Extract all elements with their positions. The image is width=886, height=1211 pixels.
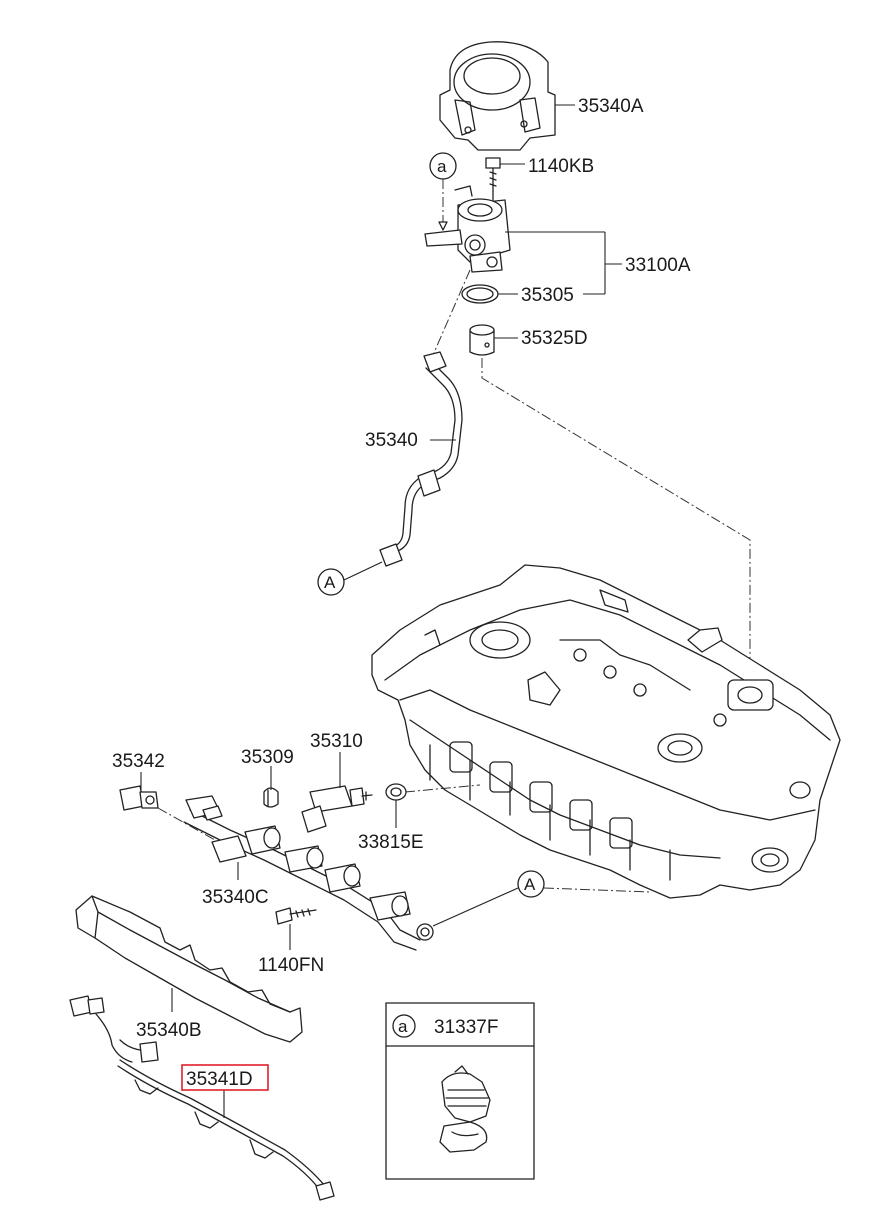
cylinder-head-drawing[interactable] [371, 564, 841, 899]
label-35342[interactable]: 35342 [112, 751, 165, 772]
label-35325D[interactable]: 35325D [521, 328, 588, 349]
label-35340A[interactable]: 35340A [578, 96, 644, 117]
tappet-35325D-drawing[interactable] [469, 324, 495, 356]
inset-box-31337F [385, 1002, 535, 1180]
label-1140KB[interactable]: 1140KB [528, 156, 594, 177]
bolt-1140KB-drawing[interactable] [485, 157, 501, 201]
clip-35309-drawing[interactable] [263, 787, 279, 808]
grommet-31337F-drawing[interactable] [439, 1065, 491, 1153]
label-35341D[interactable]: 35341D [186, 1069, 253, 1090]
label-35340C[interactable]: 35340C [202, 887, 269, 908]
label-33815E[interactable]: 33815E [358, 832, 424, 853]
ref-marker-A-upper [317, 568, 345, 596]
rail-cover-35340B-drawing[interactable] [75, 895, 303, 1043]
inset-marker-a-text: a [398, 1017, 408, 1036]
ref-marker-a-text: a [437, 157, 447, 176]
pressure-sensor-35342-drawing[interactable] [119, 785, 159, 811]
label-35340[interactable]: 35340 [365, 430, 418, 451]
fuel-rail-35340C-drawing[interactable] [183, 795, 434, 951]
ref-marker-A-lower-text: A [524, 875, 536, 894]
label-35340B[interactable]: 35340B [136, 1020, 202, 1041]
fuel-pump-drawing[interactable] [424, 185, 511, 273]
highlight-box-35341D [181, 1064, 269, 1091]
wiring-harness-35341D-drawing[interactable] [69, 995, 335, 1201]
label-35310[interactable]: 35310 [310, 731, 363, 752]
injector-35310-drawing[interactable] [301, 785, 373, 833]
label-1140FN[interactable]: 1140FN [258, 955, 324, 976]
bolt-1140FN-drawing[interactable] [275, 907, 317, 925]
seal-33815E-drawing[interactable] [385, 783, 407, 801]
ref-marker-A-lower [517, 870, 545, 898]
fuel-pipe-35340-drawing[interactable] [379, 351, 463, 567]
pump-cover-drawing[interactable] [439, 41, 556, 151]
label-31337F[interactable]: 31337F [434, 1017, 498, 1038]
label-35309[interactable]: 35309 [241, 747, 294, 768]
ref-marker-A-upper-text: A [324, 573, 336, 592]
label-33100A[interactable]: 33100A [625, 255, 691, 276]
label-35305[interactable]: 35305 [521, 285, 574, 306]
